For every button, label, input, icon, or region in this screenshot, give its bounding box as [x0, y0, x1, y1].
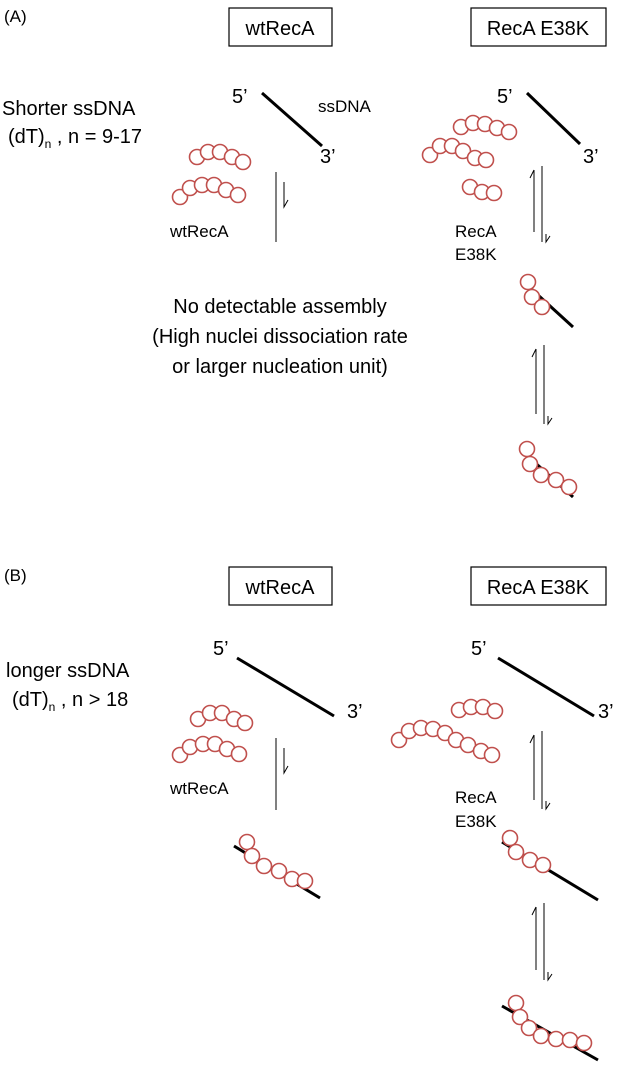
panel-b-mut-recA-cluster — [390, 698, 504, 764]
panel-a-mut-equilibrium-arrow-2 — [531, 345, 553, 426]
panel-a-wt-equilibrium-arrow — [275, 172, 289, 242]
panel-b-mut-3prime-label: 3’ — [598, 701, 614, 723]
panel-b-mut-equilibrium-arrow-1 — [529, 731, 551, 811]
panel-a-ssdna-label: ssDNA — [318, 97, 372, 116]
panel-b-wt-3prime-label: 3’ — [347, 701, 363, 723]
panel-b-mut-nucleus — [501, 829, 599, 902]
panel-a-mut-recA-cluster — [421, 114, 518, 202]
panel-a-tag: (A) — [4, 7, 27, 26]
panel-b-condition-formula: (dT)n , n > 18 — [12, 689, 128, 714]
panel-b-condition-label: longer ssDNA — [6, 660, 130, 682]
panel-a-mut-equilibrium-arrow-1 — [529, 166, 551, 244]
panel-a-mutant-header-text: RecA E38K — [487, 18, 590, 40]
panel-b-wt-5prime-label: 5’ — [213, 638, 229, 660]
panel-b-mut-5prime-label: 5’ — [471, 638, 487, 660]
panel-a: (A) wtRecA RecA E38K Shorter ssDNA (dT)n… — [2, 7, 607, 499]
panel-a-mut-3prime-label: 3’ — [583, 146, 599, 168]
panel-a-wt-recA-cluster — [171, 143, 252, 206]
panel-b-wt-recA-cluster — [171, 704, 254, 764]
panel-a-mut-ssdna-strand — [525, 91, 582, 146]
panel-b-wt-header: wtRecA — [228, 566, 333, 606]
panel-a-note-line2: (High nuclei dissociation rate — [152, 326, 408, 348]
panel-b: (B) wtRecA RecA E38K longer ssDNA (dT)n … — [4, 566, 614, 1062]
panel-a-mut-nucleus — [519, 273, 575, 329]
panel-a-note-line3: or larger nucleation unit) — [172, 356, 388, 378]
panel-a-wt-header-text: wtRecA — [245, 18, 316, 40]
panel-b-wt-ssdna-strand — [236, 656, 335, 718]
panel-a-wt-5prime-label: 5’ — [232, 86, 248, 108]
panel-b-mut-filament — [501, 994, 599, 1062]
panel-b-wt-equilibrium-arrow — [275, 738, 289, 810]
panel-a-mut-filament — [518, 440, 578, 499]
panel-a-note-line1: No detectable assembly — [173, 296, 386, 318]
panel-b-wt-filament — [233, 833, 321, 900]
panel-b-tag: (B) — [4, 566, 27, 585]
panel-a-wt-header: wtRecA — [228, 7, 333, 47]
panel-b-wt-header-text: wtRecA — [245, 577, 316, 599]
panel-b-mut-protein-label-line2: E38K — [455, 812, 497, 831]
panel-b-mut-ssdna-strand — [497, 656, 595, 718]
panel-a-condition-formula: (dT)n , n = 9-17 — [8, 126, 142, 151]
panel-b-mutant-header: RecA E38K — [470, 566, 607, 606]
panel-a-condition-label: Shorter ssDNA — [2, 98, 136, 120]
panel-b-mut-protein-label-line1: RecA — [455, 788, 497, 807]
panel-a-wt-3prime-label: 3’ — [320, 146, 336, 168]
panel-a-mut-protein-label-line1: RecA — [455, 222, 497, 241]
panel-a-mutant-header: RecA E38K — [470, 7, 607, 47]
panel-b-mutant-header-text: RecA E38K — [487, 577, 590, 599]
panel-a-wt-protein-label: wtRecA — [169, 222, 229, 241]
panel-a-wt-ssdna-strand — [261, 91, 323, 148]
panel-b-wt-protein-label: wtRecA — [169, 779, 229, 798]
panel-a-mut-protein-label-line2: E38K — [455, 245, 497, 264]
panel-b-mut-equilibrium-arrow-2 — [531, 903, 553, 982]
panel-a-mut-5prime-label: 5’ — [497, 86, 513, 108]
